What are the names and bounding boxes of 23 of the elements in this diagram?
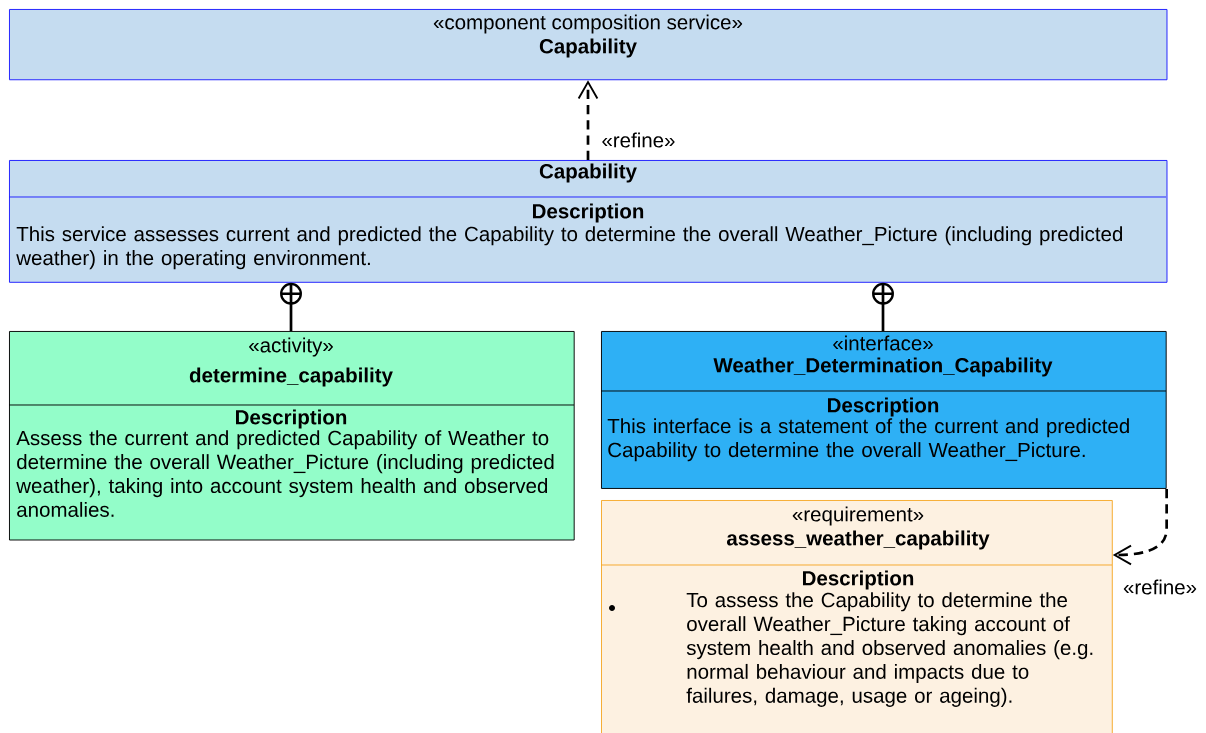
description-text: Assess the current and predicted Capability of Weather to determine the overall Weather_Picture (including predicted weather), taking into account system health and observed anomalies. xyxy=(16,430,554,517)
nesting-connector xyxy=(871,282,895,333)
edge-label: «refine» xyxy=(1121,578,1199,596)
class-name: Capability xyxy=(539,38,637,58)
stereotype-label: «activity» xyxy=(249,337,333,357)
class-name: determine_capability xyxy=(189,367,393,387)
description-text: This interface is a statement of the current and predicted Capability to determine the overall Weather_Picture. xyxy=(607,418,1129,462)
class-name: Capability xyxy=(539,163,637,183)
stereotype-label: «requirement» xyxy=(792,506,924,526)
edge-label: «refine» xyxy=(600,131,677,149)
stereotype-label: «component composition service» xyxy=(433,14,743,34)
description-text: To assess the Capability to determine the overall Weather_Picture taking account of system health and observed anomalies (e.g. normal behaviour and impacts due to failures, damage, usage or ageing). xyxy=(686,592,1093,707)
section-heading: Description xyxy=(803,570,914,590)
dependency-arrow xyxy=(1112,488,1168,566)
class-name: Weather_Determination_Capability xyxy=(713,357,1053,377)
section-heading: Description xyxy=(236,409,347,429)
description-text: This service assesses current and predicted the Capability to determine the overall Weather_Picture (including predicted weather) in the operating environment. xyxy=(16,226,1123,270)
section-heading: Description xyxy=(533,203,644,223)
class-name: assess_weather_capability xyxy=(726,530,990,550)
nesting-connector xyxy=(279,282,303,333)
section-heading: Description xyxy=(828,397,939,417)
stereotype-label: «interface» xyxy=(833,335,933,351)
dependency-arrow xyxy=(577,80,599,160)
